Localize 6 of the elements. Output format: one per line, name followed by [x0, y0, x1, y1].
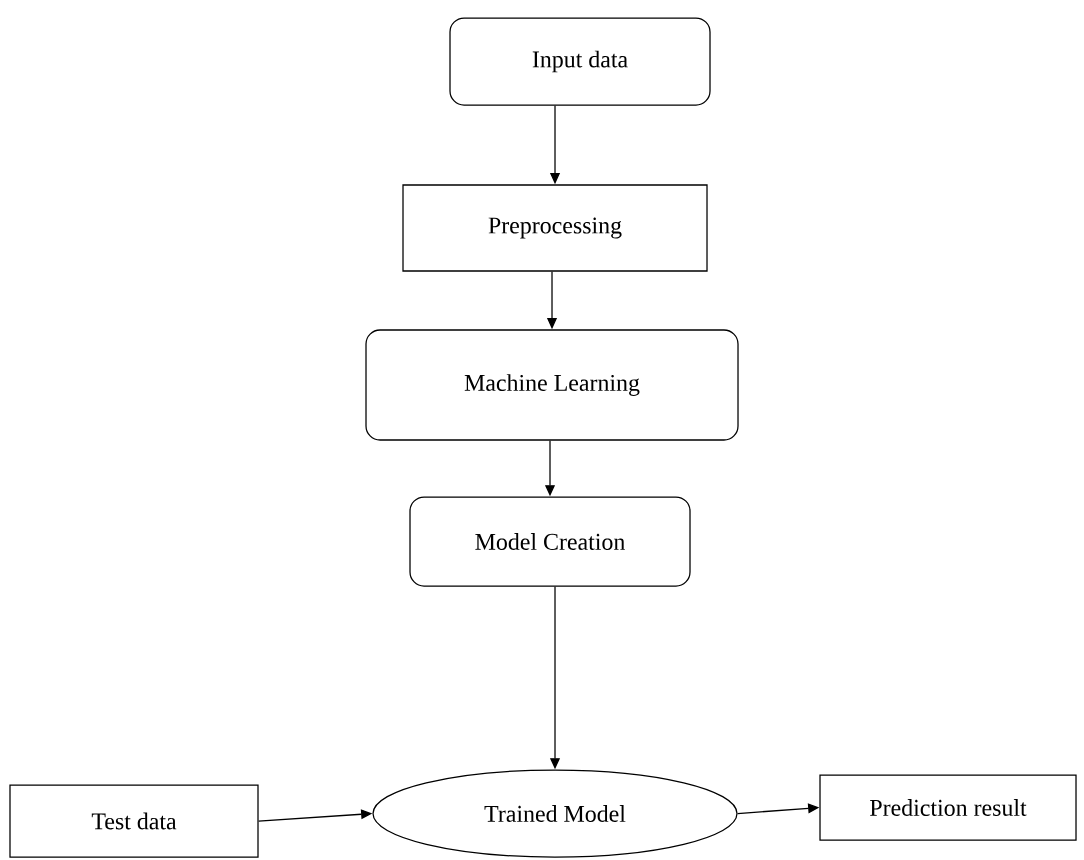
process-box: Prediction result [819, 774, 1077, 841]
process-box: Test data [9, 784, 259, 858]
process-box: Model Creation [409, 496, 691, 587]
process-box: Preprocessing [402, 184, 708, 272]
process-box: Input data [449, 17, 711, 106]
process-box: Machine Learning [365, 329, 739, 441]
